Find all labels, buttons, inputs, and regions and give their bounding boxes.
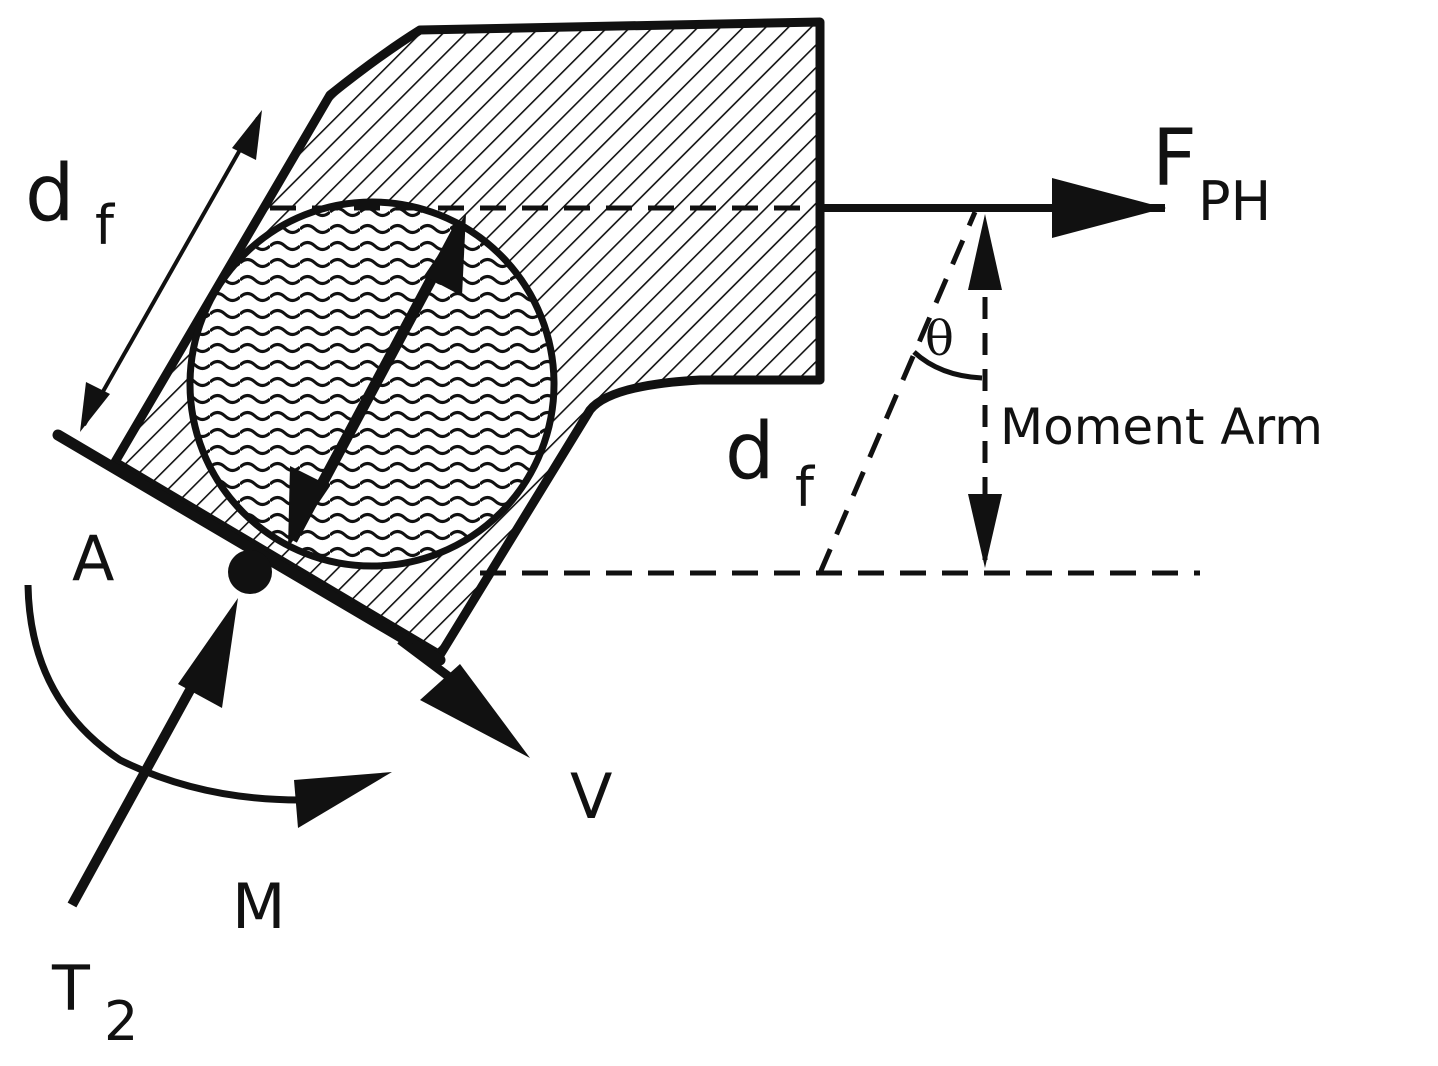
theta-label: θ	[925, 311, 954, 367]
df-left-label: d	[25, 149, 75, 239]
point-a-label: A	[72, 522, 114, 595]
m-moment-label: M	[232, 870, 286, 943]
moment-arm-label: Moment Arm	[1000, 398, 1323, 456]
fph-subscript: PH	[1198, 170, 1271, 233]
theta-arc	[912, 350, 983, 381]
m-moment-arc	[24, 584, 301, 804]
fph-label: F	[1152, 114, 1197, 204]
point-a-dot	[228, 550, 272, 594]
v-force-label: V	[570, 760, 612, 833]
slanted-dashed-line	[817, 211, 978, 574]
df-center-subscript: f	[795, 456, 816, 519]
section-cut-line	[52, 429, 446, 666]
t2-force-arrow	[67, 647, 217, 908]
t2-subscript: 2	[104, 990, 138, 1053]
t2-label: T	[51, 952, 91, 1025]
df-dimension-arrow	[82, 117, 260, 426]
df-center-label: d	[725, 407, 775, 497]
df-left-subscript: f	[95, 194, 116, 257]
